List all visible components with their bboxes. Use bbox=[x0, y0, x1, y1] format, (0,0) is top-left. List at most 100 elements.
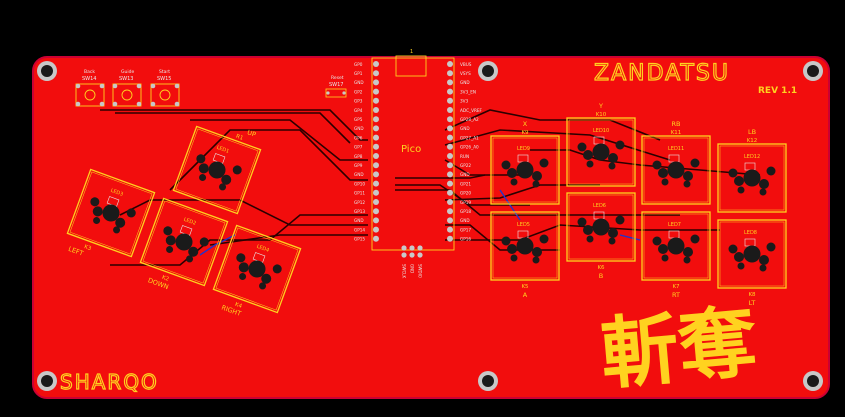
board-revision: REV 1.1 bbox=[758, 86, 797, 96]
debug-pin-label: SWDIO bbox=[418, 264, 423, 278]
pico-pin bbox=[447, 162, 453, 169]
pico-pin bbox=[447, 153, 453, 159]
debug-pin-label: SWCLK bbox=[402, 264, 407, 279]
pico-pin-label: GP5 bbox=[354, 117, 363, 122]
pico-pin bbox=[447, 235, 453, 242]
led-ref: LED1 bbox=[216, 145, 230, 155]
pico-pin-label: GP7 bbox=[354, 145, 363, 150]
reset-switch-label: Reset bbox=[331, 75, 344, 81]
reset-switch[interactable]: Reset SW17 bbox=[325, 75, 347, 98]
pico-pin-label: GP8 bbox=[354, 154, 363, 159]
pico-pin bbox=[373, 61, 379, 67]
pico-label: Pico bbox=[401, 144, 421, 155]
pico-pin bbox=[447, 143, 453, 150]
mounting-hole bbox=[803, 371, 823, 391]
debug-pin bbox=[417, 245, 423, 251]
pico-pin bbox=[447, 70, 453, 77]
kanji-logo: 斬奪 bbox=[597, 297, 761, 400]
pico-pin bbox=[373, 217, 379, 224]
pico-pin-label: GP3 bbox=[354, 99, 363, 104]
pico-pin bbox=[447, 226, 453, 233]
mounting-hole bbox=[478, 61, 498, 81]
pico-pin bbox=[447, 217, 453, 224]
pico-pin bbox=[373, 153, 379, 159]
pico-pin bbox=[373, 143, 379, 150]
key-ref: R1 bbox=[235, 134, 244, 142]
key-ref: K10 bbox=[596, 112, 607, 118]
pico-pin-label: GP2 bbox=[354, 89, 363, 94]
led-ref: LED7 bbox=[668, 222, 681, 228]
key-label: LT bbox=[749, 299, 756, 307]
pico-pin-label: GND bbox=[354, 126, 364, 131]
pico-module[interactable]: 1 Pico GP0GP1GNDGP2GP3GP4GP5GNDGP6GP7GP8… bbox=[354, 49, 483, 279]
pico-pin bbox=[447, 97, 453, 104]
led-ref: LED12 bbox=[744, 154, 760, 160]
pico-pin-label: GP9 bbox=[354, 163, 363, 168]
pico-pin-label: GND bbox=[460, 126, 470, 131]
pcb-board bbox=[32, 56, 830, 399]
led-ref: LED10 bbox=[593, 128, 609, 134]
pico-pin bbox=[373, 97, 379, 104]
debug-pin bbox=[401, 245, 407, 251]
debug-pin bbox=[409, 245, 415, 251]
pico-pin bbox=[447, 134, 453, 141]
pico-pin-label: GP28_A2 bbox=[460, 117, 479, 122]
pico-pin-label: 3V3_EN bbox=[460, 89, 476, 94]
pico-pin bbox=[373, 79, 379, 86]
pico-pin bbox=[373, 226, 379, 233]
pico-pin bbox=[373, 116, 379, 123]
debug-pin-label: GND bbox=[410, 264, 415, 273]
led-ref: LED8 bbox=[744, 230, 757, 236]
pico-pin bbox=[373, 134, 379, 141]
key-label: A bbox=[523, 291, 528, 299]
pico-pin bbox=[373, 189, 379, 196]
key-switch-y[interactable]: LED10 K10 Y bbox=[566, 102, 636, 187]
pico-pin-label: GND bbox=[460, 218, 470, 223]
key-ref: K12 bbox=[747, 138, 758, 144]
pico-pin bbox=[447, 79, 453, 86]
pico-pin-label: RUN bbox=[460, 154, 469, 159]
pico-pin-label: GP22 bbox=[460, 163, 471, 168]
led-ref: LED2 bbox=[183, 217, 197, 227]
pico-pin-label: GP20 bbox=[460, 191, 471, 196]
button-label: Guide bbox=[121, 69, 134, 75]
pico-pin-label: GP15 bbox=[354, 237, 365, 242]
led-ref: LED4 bbox=[256, 244, 270, 254]
key-ref: K7 bbox=[672, 284, 680, 290]
pico-pin-label: GND bbox=[460, 172, 470, 177]
pico-pin-label: GP11 bbox=[354, 191, 365, 196]
pico-pin bbox=[447, 125, 453, 132]
debug-pin bbox=[417, 252, 423, 258]
reset-switch-ref: SW17 bbox=[329, 82, 343, 88]
pico-pin-label: GP19 bbox=[460, 200, 471, 205]
mounting-hole bbox=[37, 61, 57, 81]
pico-pin-label: GP18 bbox=[460, 209, 471, 214]
pico-pin-label: ADC_VREF bbox=[460, 108, 483, 113]
pico-pin bbox=[447, 107, 453, 113]
pico-pin-label: GP1 bbox=[354, 71, 363, 76]
pico-pin bbox=[447, 61, 453, 67]
maker-label: SHARQO bbox=[60, 370, 159, 394]
key-label: Y bbox=[598, 102, 603, 110]
pico-pin bbox=[447, 208, 453, 215]
key-label: X bbox=[523, 120, 528, 128]
debug-pin bbox=[409, 252, 415, 258]
led-ref: LED3 bbox=[110, 188, 124, 198]
pico-pin bbox=[373, 235, 379, 242]
pico-pin1-label: 1 bbox=[410, 49, 413, 55]
